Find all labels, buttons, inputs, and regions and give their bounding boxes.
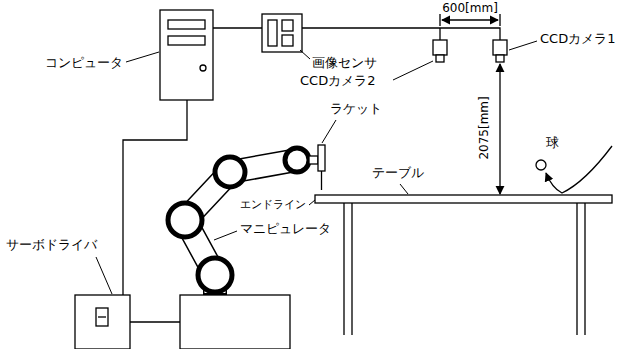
image-sensor-box (262, 14, 302, 52)
leader-line (400, 184, 408, 194)
dimension-line (442, 19, 498, 20)
sensor-part (282, 35, 293, 46)
manipulator-base (180, 295, 290, 349)
switch (96, 308, 108, 326)
leader-line (322, 120, 336, 143)
leader-line (393, 61, 433, 80)
cable (302, 28, 500, 40)
camera-lens (436, 55, 444, 62)
table-top (315, 195, 612, 203)
cable (130, 321, 180, 322)
leader-line (300, 50, 310, 59)
cable (123, 100, 187, 295)
camera-body (493, 40, 507, 55)
power-button (200, 65, 206, 71)
leader-line (309, 200, 315, 205)
sensor-part (268, 20, 277, 46)
servo-driver-box (75, 295, 130, 349)
table-leg (344, 203, 585, 335)
drive-slot (168, 20, 205, 29)
computer-tower (160, 10, 213, 100)
dimension-text: 600[mm] (442, 2, 498, 16)
end-effector (309, 156, 318, 164)
part-label: ラケット (330, 102, 382, 117)
camera-body (433, 40, 447, 55)
leader-line (214, 231, 237, 240)
part-label: マニピュレータ (240, 222, 331, 237)
leader-line (96, 257, 112, 294)
part-label: CCDカメラ1 (540, 32, 615, 47)
leader-line (126, 52, 159, 62)
part-label: テーブル (372, 166, 424, 181)
dimension-line (499, 64, 500, 194)
racket-handle (321, 171, 322, 190)
cable (213, 27, 262, 28)
part-label: 球 (546, 136, 559, 151)
dimension-text: 2075[mm] (478, 96, 492, 159)
racket (318, 145, 325, 171)
part-label: 画像センサ (312, 56, 377, 71)
drive-slot (168, 36, 205, 45)
ball-trajectory (546, 146, 612, 193)
leader-line (509, 41, 537, 50)
ball (536, 160, 546, 170)
switch (98, 316, 106, 317)
part-label: エンドライン (240, 199, 306, 212)
part-label: CCDカメラ2 (300, 74, 375, 89)
arm-joint (215, 157, 245, 187)
part-label: コンピュータ (45, 56, 123, 71)
arm-joint (168, 203, 202, 237)
arm-joint (198, 258, 232, 292)
sensor-part (282, 20, 293, 31)
dimension-tick (440, 14, 500, 26)
part-label: サーボドライバ (6, 238, 97, 253)
camera-lens (496, 55, 504, 62)
arm-joint (285, 148, 309, 172)
